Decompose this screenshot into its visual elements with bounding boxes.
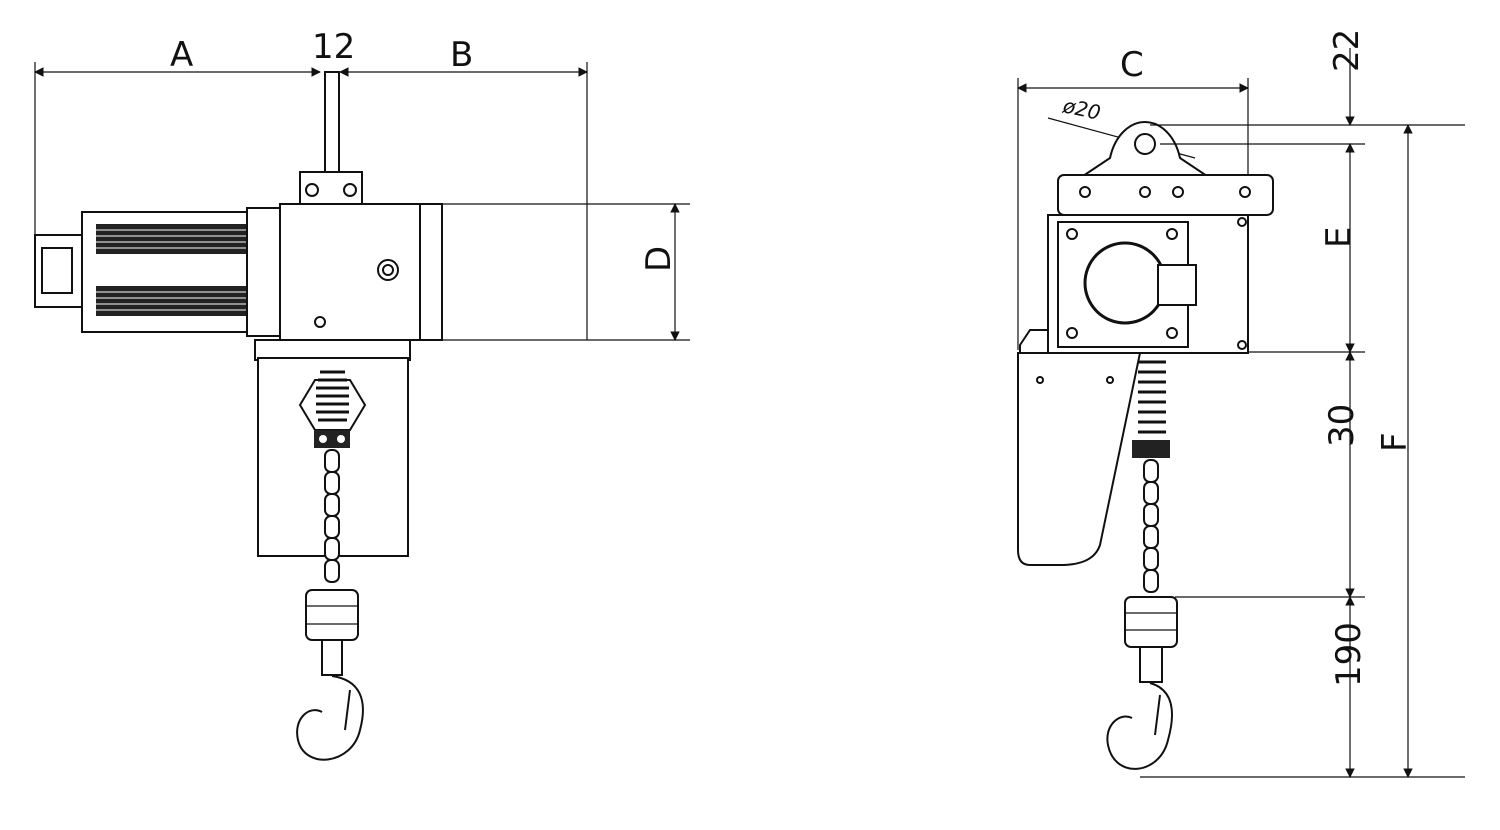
small-screw	[314, 316, 326, 328]
bag-mount	[1019, 329, 1049, 354]
hook-latch	[344, 689, 351, 731]
side-hook	[1106, 682, 1173, 770]
side-hook-block	[1124, 596, 1178, 648]
dim-label-22: 22	[1327, 29, 1367, 72]
side-load-chain	[1143, 459, 1159, 593]
gearbox-bolt	[1066, 228, 1078, 240]
top-bolt	[1079, 186, 1091, 198]
bag-rivet	[1036, 376, 1044, 384]
dim-label-190: 190	[1329, 622, 1369, 687]
dim-label-30: 30	[1322, 404, 1362, 447]
gearbox-bolt	[1237, 217, 1247, 227]
housing-cover	[419, 203, 443, 341]
dim-label-12: 12	[312, 27, 355, 67]
chain-bag-side	[1017, 352, 1142, 566]
gearbox-bolt	[1237, 340, 1247, 350]
hook-block	[305, 589, 359, 641]
dim-label-d: D	[639, 246, 679, 272]
top-bolt	[1139, 186, 1151, 198]
dim-label-b: B	[450, 35, 473, 75]
bracket-bolt	[343, 183, 357, 197]
load-chain	[324, 449, 340, 583]
gearbox-bolt	[1066, 327, 1078, 339]
eye-hole	[1134, 133, 1156, 155]
front-view: A 12 B	[34, 27, 690, 761]
side-hook-latch	[1154, 694, 1161, 736]
gear-housing	[279, 203, 421, 341]
side-view: C ø20	[1017, 29, 1465, 778]
gearbox-bolt	[1166, 228, 1178, 240]
end-cap-plate	[41, 247, 73, 294]
hook-shank	[321, 639, 343, 676]
terminal-box	[1157, 264, 1197, 306]
motor-fins	[96, 224, 246, 316]
side-hook-shank	[1139, 646, 1163, 683]
bracket-bolt	[305, 183, 319, 197]
hook-front	[296, 675, 364, 761]
dim-label-a: A	[170, 35, 193, 75]
gearbox-bolt	[1166, 327, 1178, 339]
top-bolt	[1239, 186, 1251, 198]
bag-rivet	[1106, 376, 1114, 384]
dim-label-e: E	[1319, 227, 1359, 248]
chain-spring	[298, 370, 367, 448]
motor-flange	[246, 207, 281, 337]
side-chain-spring	[1132, 360, 1170, 458]
dim-label-phi20: ø20	[1060, 93, 1103, 125]
hanger-plate	[324, 71, 340, 183]
housing-plug-inner	[382, 264, 394, 276]
dim-label-c: C	[1120, 45, 1144, 85]
motor-circle	[1083, 241, 1167, 325]
top-bolt	[1172, 186, 1184, 198]
dim-label-f: F	[1375, 432, 1415, 452]
